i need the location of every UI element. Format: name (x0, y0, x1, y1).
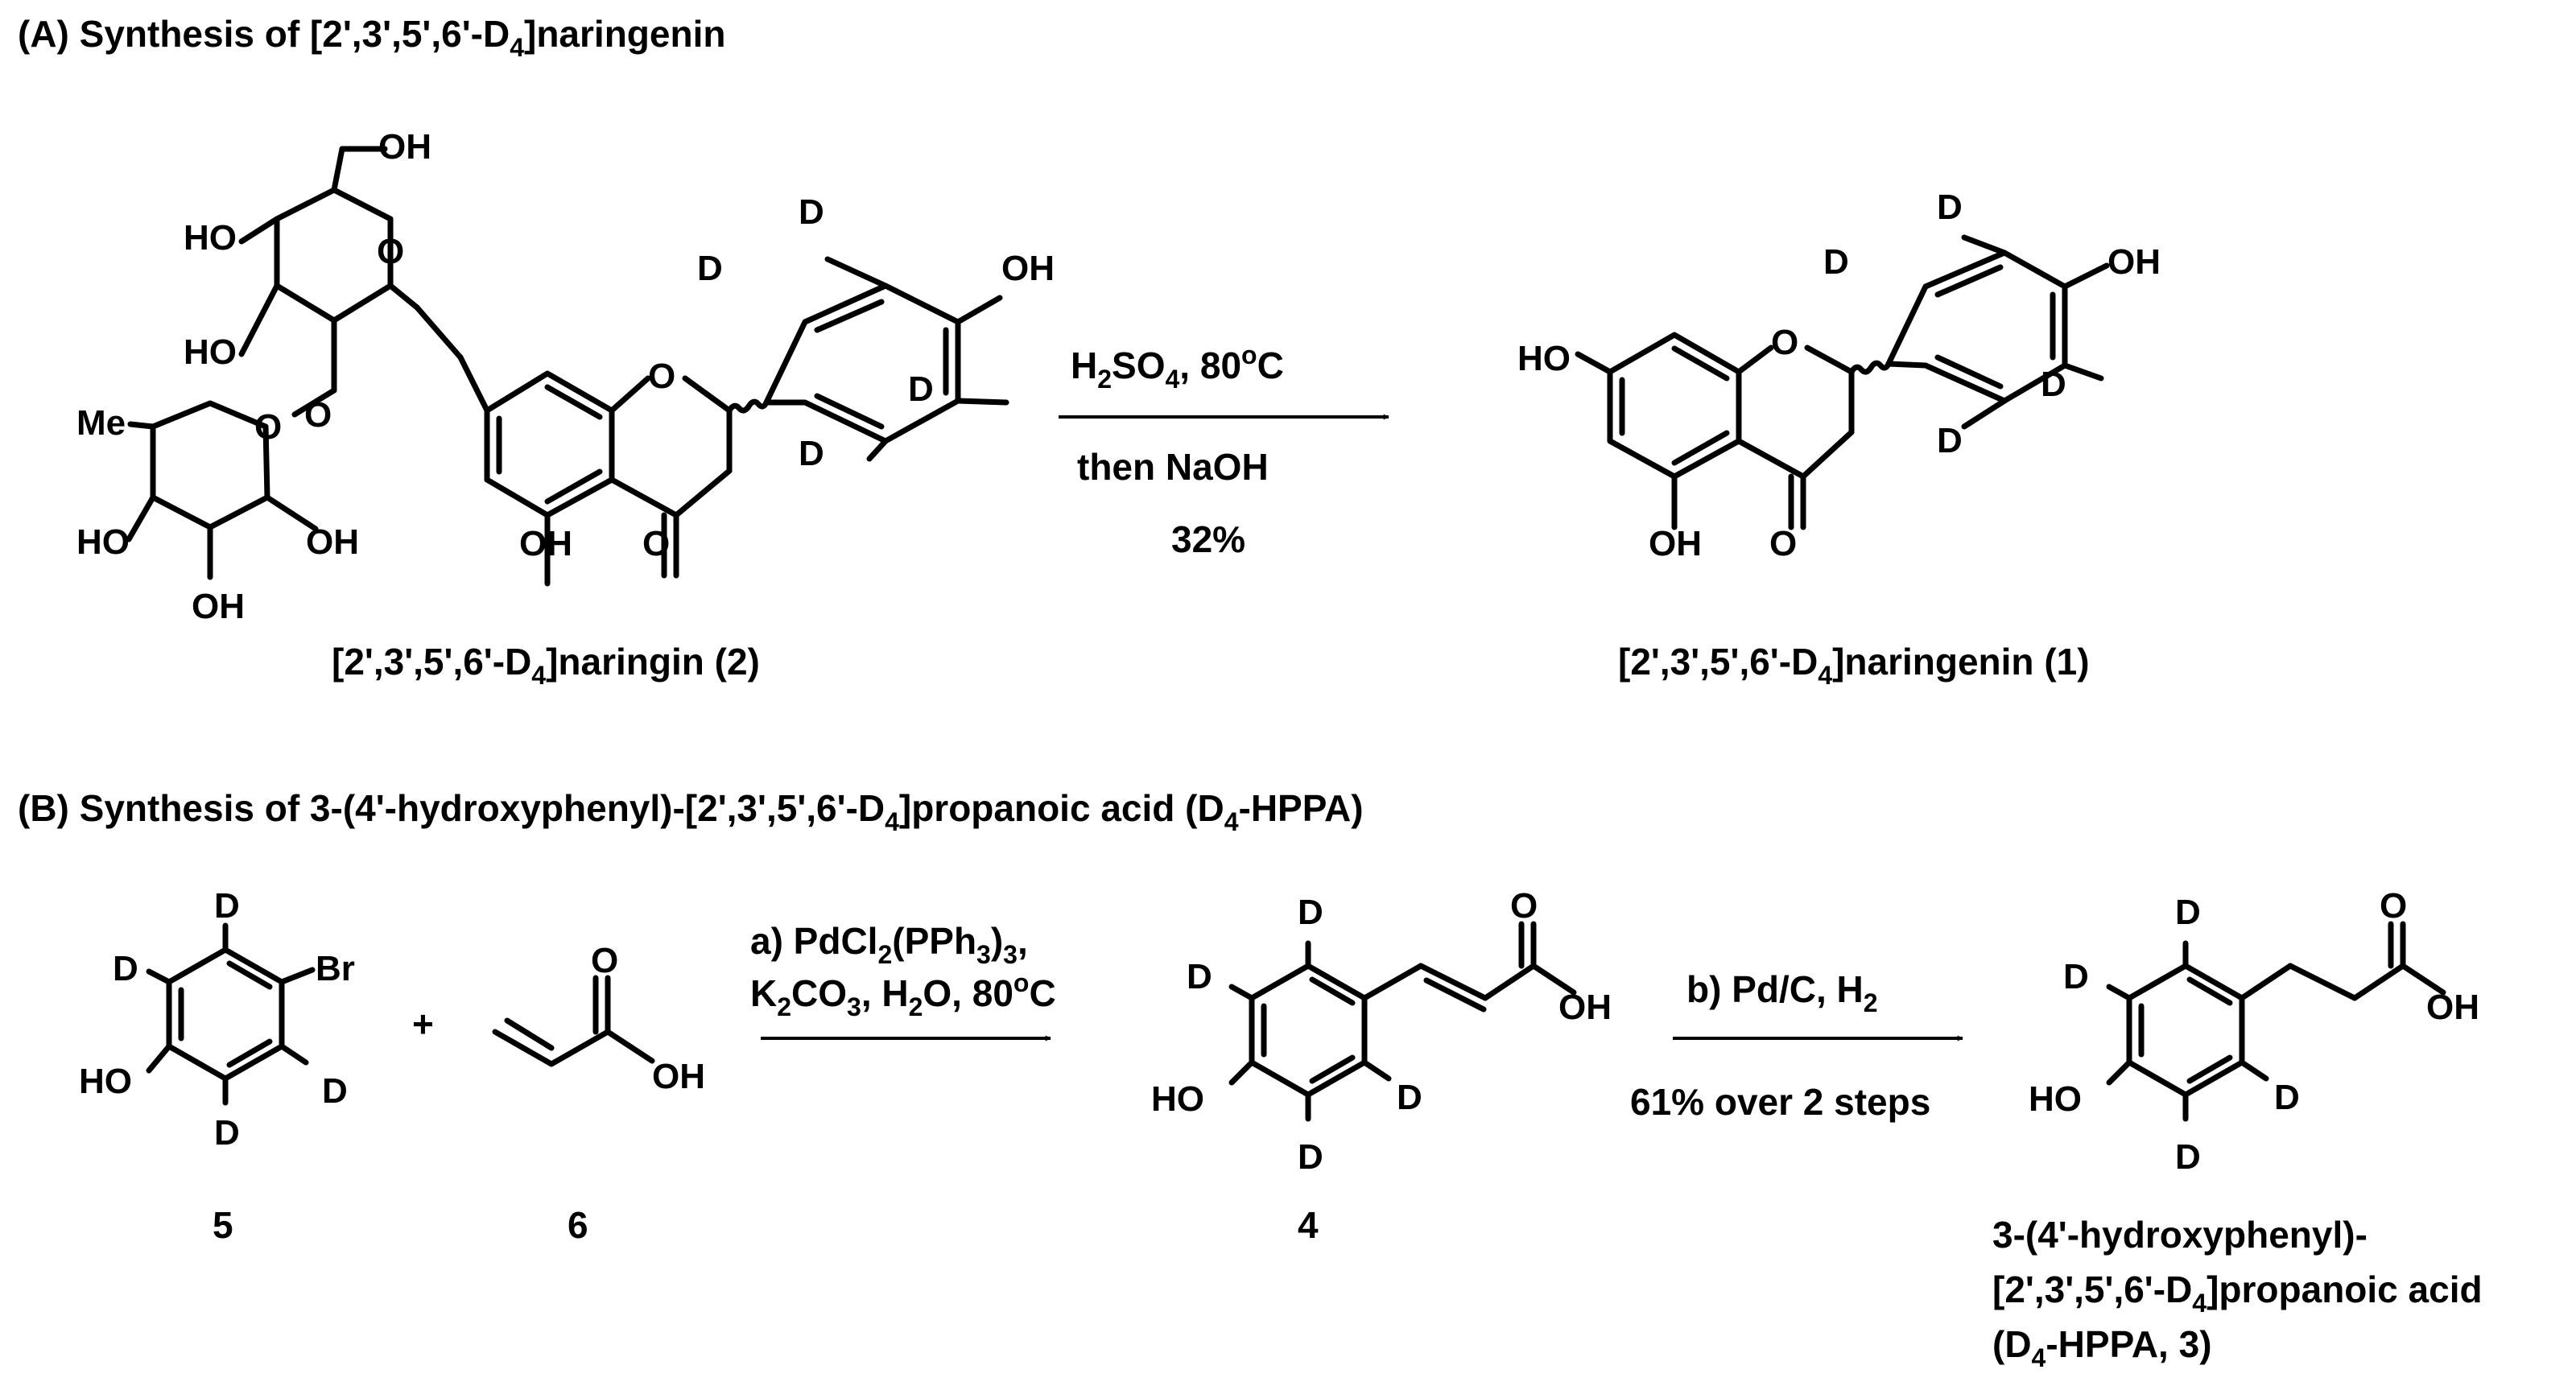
compound-3-label-line-2: [2',3',5',6'-D4]propanoic acid (1992, 1268, 2483, 1318)
compound-6: O OH 6 (492, 941, 705, 1246)
part-b-heading: (B) Synthesis of 3-(4'-hydroxyphenyl)-[2… (18, 787, 1364, 836)
compound-4-phenol-hydroxyl: HO (1151, 1079, 1204, 1119)
naringin-deuterium-label: D (908, 369, 934, 409)
naringin-deuterium-label: D (799, 434, 824, 473)
naringin-o-ring1: O (377, 232, 404, 271)
compound-3: O OH HO D D D D 3-(4'-hydroxyphenyl)- [2… (1992, 886, 2483, 1372)
reaction-a-yield: 32% (1171, 518, 1245, 560)
compound-5-deuterium-label: D (214, 1113, 240, 1153)
compound-5-hydroxyl: HO (79, 1062, 132, 1101)
naringenin-ho-left: HO (1517, 339, 1571, 378)
compound-4-deuterium-label: D (1187, 957, 1212, 996)
compound-4-number: 4 (1298, 1204, 1319, 1246)
naringin-oh-chroman: OH (519, 524, 572, 563)
reaction-a-conditions-1: H2SO4, 80oC (1071, 340, 1284, 394)
step-b-conditions: b) Pd/C, H2 (1686, 968, 1878, 1017)
part-a-section: (A) Synthesis of [2',3',5',6'-D4]naringe… (18, 13, 2161, 690)
naringenin-oh-phenyl: OH (2107, 242, 2161, 282)
compound-5-deuterium-label: D (214, 886, 240, 926)
compound-4-carbonyl-oxygen: O (1510, 886, 1538, 926)
compound-5-number: 5 (213, 1204, 233, 1246)
naringin-methyl: Me (76, 403, 126, 443)
compound-4-acid-hydroxyl: OH (1558, 988, 1612, 1027)
compound-4: O OH HO D D D D 4 (1151, 886, 1612, 1246)
reaction-step-b: b) Pd/C, H2 61% over 2 steps (1630, 968, 1963, 1123)
naringin-deuterium-label: D (799, 192, 824, 232)
compound-3-phenol-hydroxyl: HO (2029, 1079, 2082, 1119)
compound-5: Br HO D D D D 5 (79, 886, 355, 1246)
compound-3-label-line-3: (D4-HPPA, 3) (1992, 1323, 2212, 1372)
compound-3-bonds (2106, 921, 2446, 1122)
naringenin-deuterium-label: D (1937, 421, 1963, 460)
compound-6-carbonyl-oxygen: O (591, 941, 618, 980)
naringenin-deuterium-label: D (1823, 242, 1849, 282)
compound-3-deuterium-label: D (2063, 957, 2089, 996)
part-a-heading: (A) Synthesis of [2',3',5',6'-D4]naringe… (18, 13, 725, 62)
naringin-oh-bottom-right: OH (306, 522, 359, 562)
naringin-label: [2',3',5',6'-D4]naringin (2) (332, 641, 760, 690)
naringin-deuterium-label: D (697, 249, 723, 288)
naringin-o-ring2: O (254, 407, 282, 447)
naringin-ho-ring2: HO (184, 332, 237, 372)
naringin-ho-bottom-left: HO (76, 522, 130, 562)
compound-5-deuterium-label: D (322, 1071, 348, 1111)
compound-5-bonds (146, 922, 316, 1106)
compound-3-carbonyl-oxygen: O (2380, 886, 2407, 926)
compound-3-deuterium-label: D (2274, 1078, 2300, 1117)
reaction-step-a: a) PdCl2(PPh3)3, K2CO3, H2O, 80oC (750, 920, 1056, 1042)
naringenin-o-ketone: O (1769, 524, 1797, 563)
naringenin-label: [2',3',5',6'-D4]naringenin (1) (1618, 641, 2090, 690)
naringin-oh-top: OH (378, 127, 431, 167)
naringenin-oh-bottom: OH (1649, 524, 1702, 563)
plus-sign: + (412, 1003, 434, 1045)
naringin-oh-phenyl: OH (1001, 249, 1055, 288)
naringin-o-ketone: O (642, 524, 670, 563)
reaction-a-conditions-2: then NaOH (1077, 446, 1269, 488)
step-b-yield: 61% over 2 steps (1630, 1081, 1930, 1123)
compound-3-deuterium-label: D (2175, 1137, 2201, 1177)
naringenin-o-chroman: O (1771, 323, 1798, 362)
reaction-a: H2SO4, 80oC then NaOH 32% (1059, 340, 1389, 560)
naringin-bonds (126, 146, 1009, 587)
naringin-o-chroman: O (648, 357, 675, 396)
step-a-conditions-2: K2CO3, H2O, 80oC (750, 968, 1056, 1021)
compound-3-label-line-1: 3-(4'-hydroxyphenyl)- (1992, 1214, 2368, 1256)
part-b-section: (B) Synthesis of 3-(4'-hydroxyphenyl)-[2… (18, 787, 2483, 1372)
compound-4-bonds (1228, 921, 1577, 1122)
compound-4-deuterium-label: D (1397, 1078, 1422, 1117)
naringenin-deuterium-label: D (2041, 365, 2066, 404)
compound-naringenin: HO O OH O OH D D D D [2',3',5',6'-D4]nar… (1517, 188, 2161, 690)
naringin-ho-ring1: HO (184, 218, 237, 258)
compound-4-deuterium-label: D (1298, 893, 1323, 932)
naringin-o-link: O (304, 395, 332, 435)
compound-3-deuterium-label: D (2175, 893, 2201, 932)
naringin-oh-bottom: OH (192, 587, 245, 626)
compound-5-bromine: Br (316, 949, 355, 988)
compound-6-hydroxyl: OH (652, 1057, 705, 1096)
compound-naringin: OH HO O HO Me O O HO OH OH O OH O OH D D… (76, 127, 1055, 690)
naringenin-deuterium-label: D (1937, 188, 1963, 227)
compound-3-acid-hydroxyl: OH (2426, 988, 2479, 1027)
step-a-conditions-1: a) PdCl2(PPh3)3, (750, 920, 1028, 969)
compound-6-bonds (492, 975, 655, 1067)
compound-5-deuterium-label: D (113, 949, 138, 988)
naringenin-bonds (1575, 234, 2110, 530)
compound-6-number: 6 (568, 1204, 588, 1246)
compound-4-deuterium-label: D (1298, 1137, 1323, 1177)
